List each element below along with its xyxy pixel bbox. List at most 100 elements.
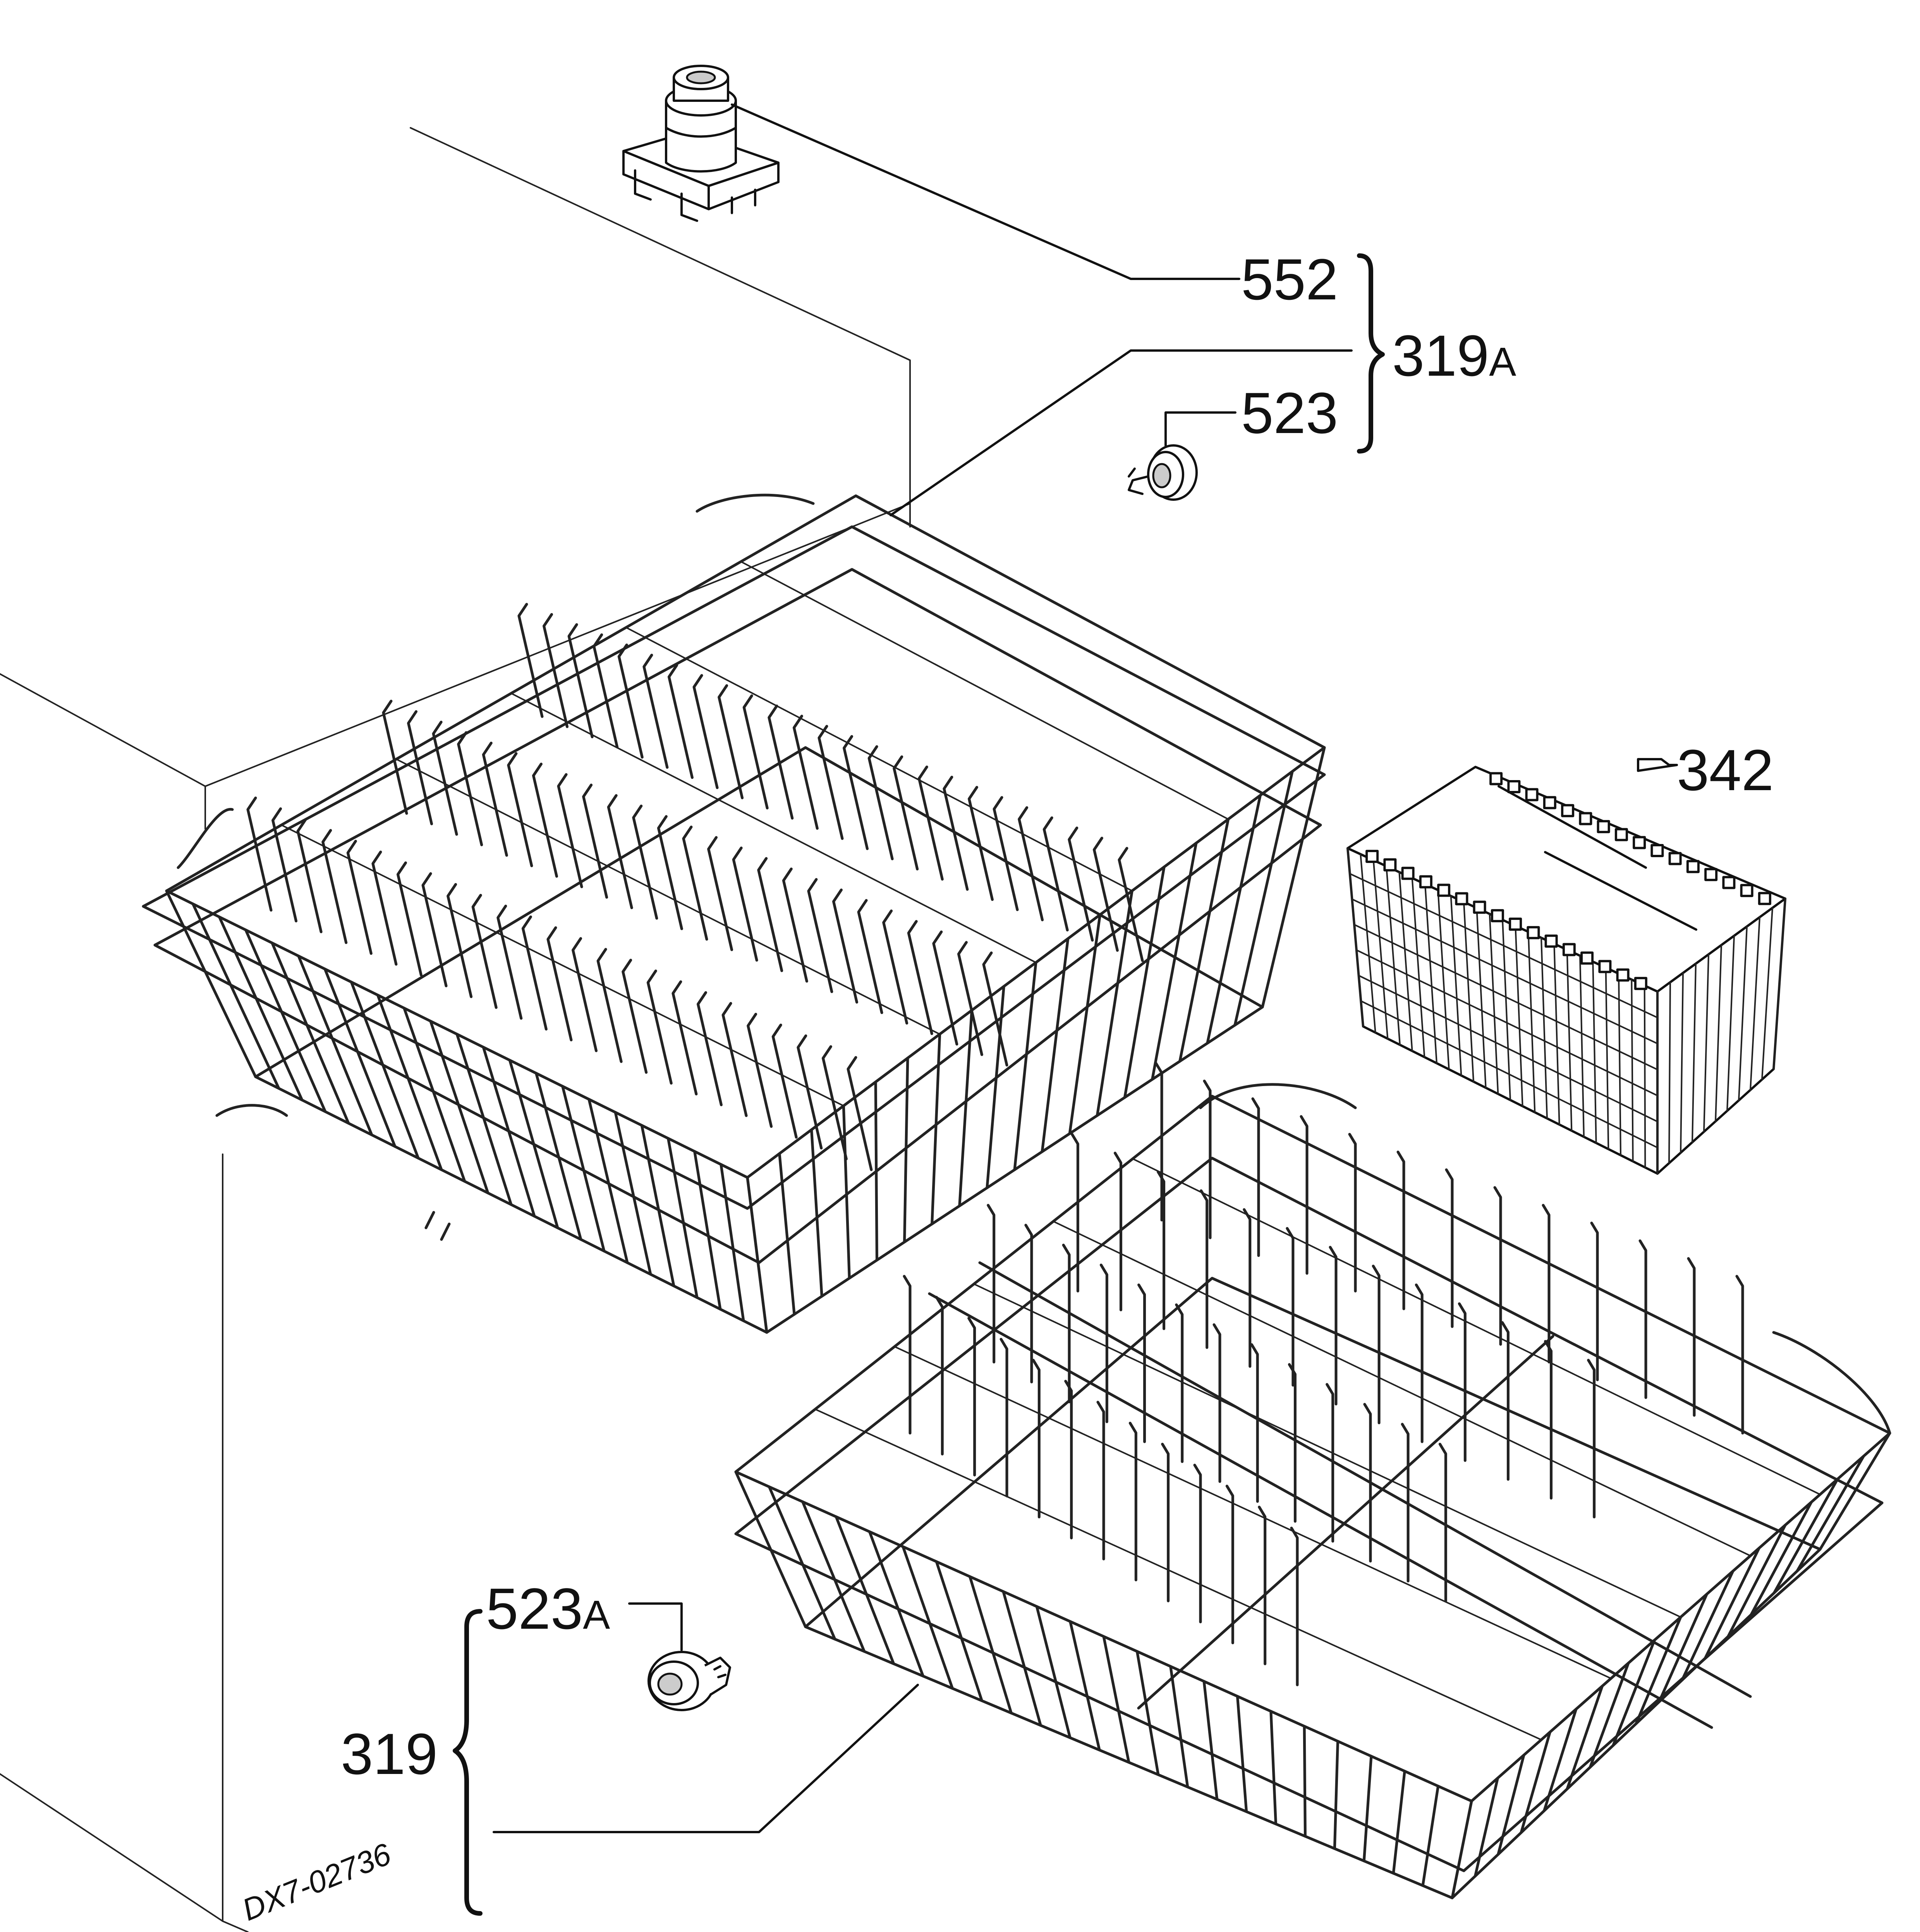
basket-grid-wire bbox=[1553, 943, 1560, 1126]
rack-tine bbox=[1687, 1257, 1696, 1417]
rack-tine bbox=[1438, 1442, 1447, 1602]
rack-tine bbox=[768, 705, 794, 820]
rack-tine bbox=[1590, 1222, 1599, 1381]
rack-tine bbox=[1032, 1359, 1041, 1519]
basket-grid-wire bbox=[1463, 901, 1474, 1083]
basket-slot bbox=[1722, 876, 1736, 889]
basket-grid-wire bbox=[1592, 961, 1597, 1144]
rack-wire bbox=[734, 1470, 807, 1628]
rack-wire bbox=[1303, 1725, 1307, 1838]
label-523a-suffix: A bbox=[583, 1592, 610, 1638]
rack-cross-wire bbox=[166, 890, 748, 1178]
brace-319 bbox=[453, 1609, 483, 1916]
rack-tine bbox=[792, 715, 819, 830]
rack-tine bbox=[1544, 1340, 1553, 1500]
basket-grid-wire bbox=[1631, 979, 1634, 1162]
rack-wire bbox=[835, 1515, 895, 1665]
rack-tine bbox=[1542, 1204, 1551, 1364]
basket-slot bbox=[1365, 849, 1379, 863]
basket-slot bbox=[1401, 866, 1415, 880]
basket-grid-wire bbox=[1715, 944, 1722, 1122]
basket-slot bbox=[1758, 892, 1771, 905]
rack-tine bbox=[1154, 1062, 1163, 1222]
rack-tine bbox=[757, 857, 783, 972]
rack-tine bbox=[742, 694, 769, 810]
rack-tine bbox=[782, 867, 808, 983]
rack-tine bbox=[482, 741, 508, 857]
rack-wire bbox=[1035, 1605, 1072, 1739]
basket-slot bbox=[1668, 852, 1682, 865]
rack-wire bbox=[902, 1545, 954, 1690]
basket-grid-wire bbox=[1347, 847, 1364, 1027]
rack-tine bbox=[1638, 1239, 1647, 1399]
rack-stop-icon bbox=[622, 65, 780, 222]
basket-slot bbox=[1597, 820, 1610, 834]
basket-slot bbox=[1704, 868, 1718, 881]
rack-tine bbox=[1092, 837, 1119, 952]
basket-slot bbox=[1544, 934, 1558, 948]
basket-grid-wire bbox=[1360, 853, 1376, 1033]
rack-tine bbox=[1458, 1302, 1467, 1462]
rack-wire bbox=[1392, 1770, 1406, 1875]
basket-slot bbox=[1616, 968, 1630, 982]
rack-tine bbox=[517, 603, 544, 718]
rack-tine bbox=[382, 700, 408, 815]
rack-wire bbox=[350, 980, 420, 1160]
rack-cross-wire bbox=[814, 1408, 1542, 1741]
basket-grid-wire bbox=[1398, 871, 1413, 1052]
basket-grid-wire bbox=[1353, 924, 1658, 1071]
rack-cross-wire bbox=[1053, 1220, 1751, 1557]
cutlery-basket-icon bbox=[1346, 766, 1786, 1175]
rack-tine bbox=[642, 653, 669, 769]
cabinet-outline bbox=[0, 127, 911, 1932]
rack-tine bbox=[271, 807, 298, 923]
rack-cross-wire bbox=[510, 693, 1037, 963]
rack-tine bbox=[707, 836, 733, 951]
rack-tine bbox=[843, 735, 869, 850]
basket-grid-wire bbox=[1773, 898, 1786, 1070]
label-319a-number: 319 bbox=[1392, 323, 1489, 388]
rack-tine bbox=[1735, 1275, 1744, 1435]
rack-wire bbox=[1169, 1665, 1189, 1789]
basket-grid-wire bbox=[1386, 865, 1401, 1046]
basket-slot bbox=[1561, 804, 1575, 817]
rack-wire bbox=[587, 1098, 629, 1264]
basket-grid-wire bbox=[1437, 889, 1450, 1070]
rack-tine bbox=[968, 786, 994, 901]
rack-wire bbox=[1772, 1478, 1839, 1594]
rack-wire bbox=[218, 915, 304, 1102]
rack-tine bbox=[1415, 1283, 1424, 1443]
rack-wire bbox=[768, 1485, 836, 1641]
basket-grid-wire bbox=[1515, 925, 1523, 1107]
basket-grid-wire bbox=[1761, 907, 1773, 1080]
rack-wire bbox=[693, 1150, 722, 1311]
rack-wire bbox=[191, 902, 280, 1090]
rack-tine bbox=[1118, 847, 1144, 962]
rack-tine bbox=[582, 784, 608, 899]
rack-wire bbox=[323, 968, 397, 1148]
rack-tine bbox=[1212, 1323, 1221, 1483]
rack-tine bbox=[371, 851, 398, 966]
rack-tine bbox=[657, 815, 683, 930]
rack-tine bbox=[1175, 1303, 1184, 1463]
basket-grid-wire bbox=[1566, 949, 1573, 1132]
rack-tine bbox=[1203, 1079, 1212, 1239]
rack-wire bbox=[535, 1072, 582, 1241]
rack-tine bbox=[1128, 1421, 1137, 1581]
rack-tine bbox=[496, 904, 523, 1020]
rack-tine bbox=[1157, 1171, 1166, 1330]
basket-slot bbox=[1489, 772, 1503, 786]
rack-tine bbox=[1225, 1485, 1234, 1645]
basket-slot bbox=[1473, 901, 1486, 914]
rack-tine bbox=[567, 623, 594, 738]
basket-grid-wire bbox=[1476, 907, 1487, 1089]
rack-tine bbox=[682, 825, 708, 941]
rack-tine bbox=[1290, 1526, 1299, 1686]
rack-cross-wire bbox=[740, 561, 1229, 820]
basket-slot bbox=[1383, 858, 1397, 871]
label-552: 552 bbox=[1241, 247, 1338, 312]
rack-wire bbox=[868, 1530, 925, 1678]
rack-tine bbox=[893, 755, 919, 871]
rack-wire bbox=[874, 1080, 878, 1262]
rack-wire bbox=[1543, 1708, 1578, 1812]
